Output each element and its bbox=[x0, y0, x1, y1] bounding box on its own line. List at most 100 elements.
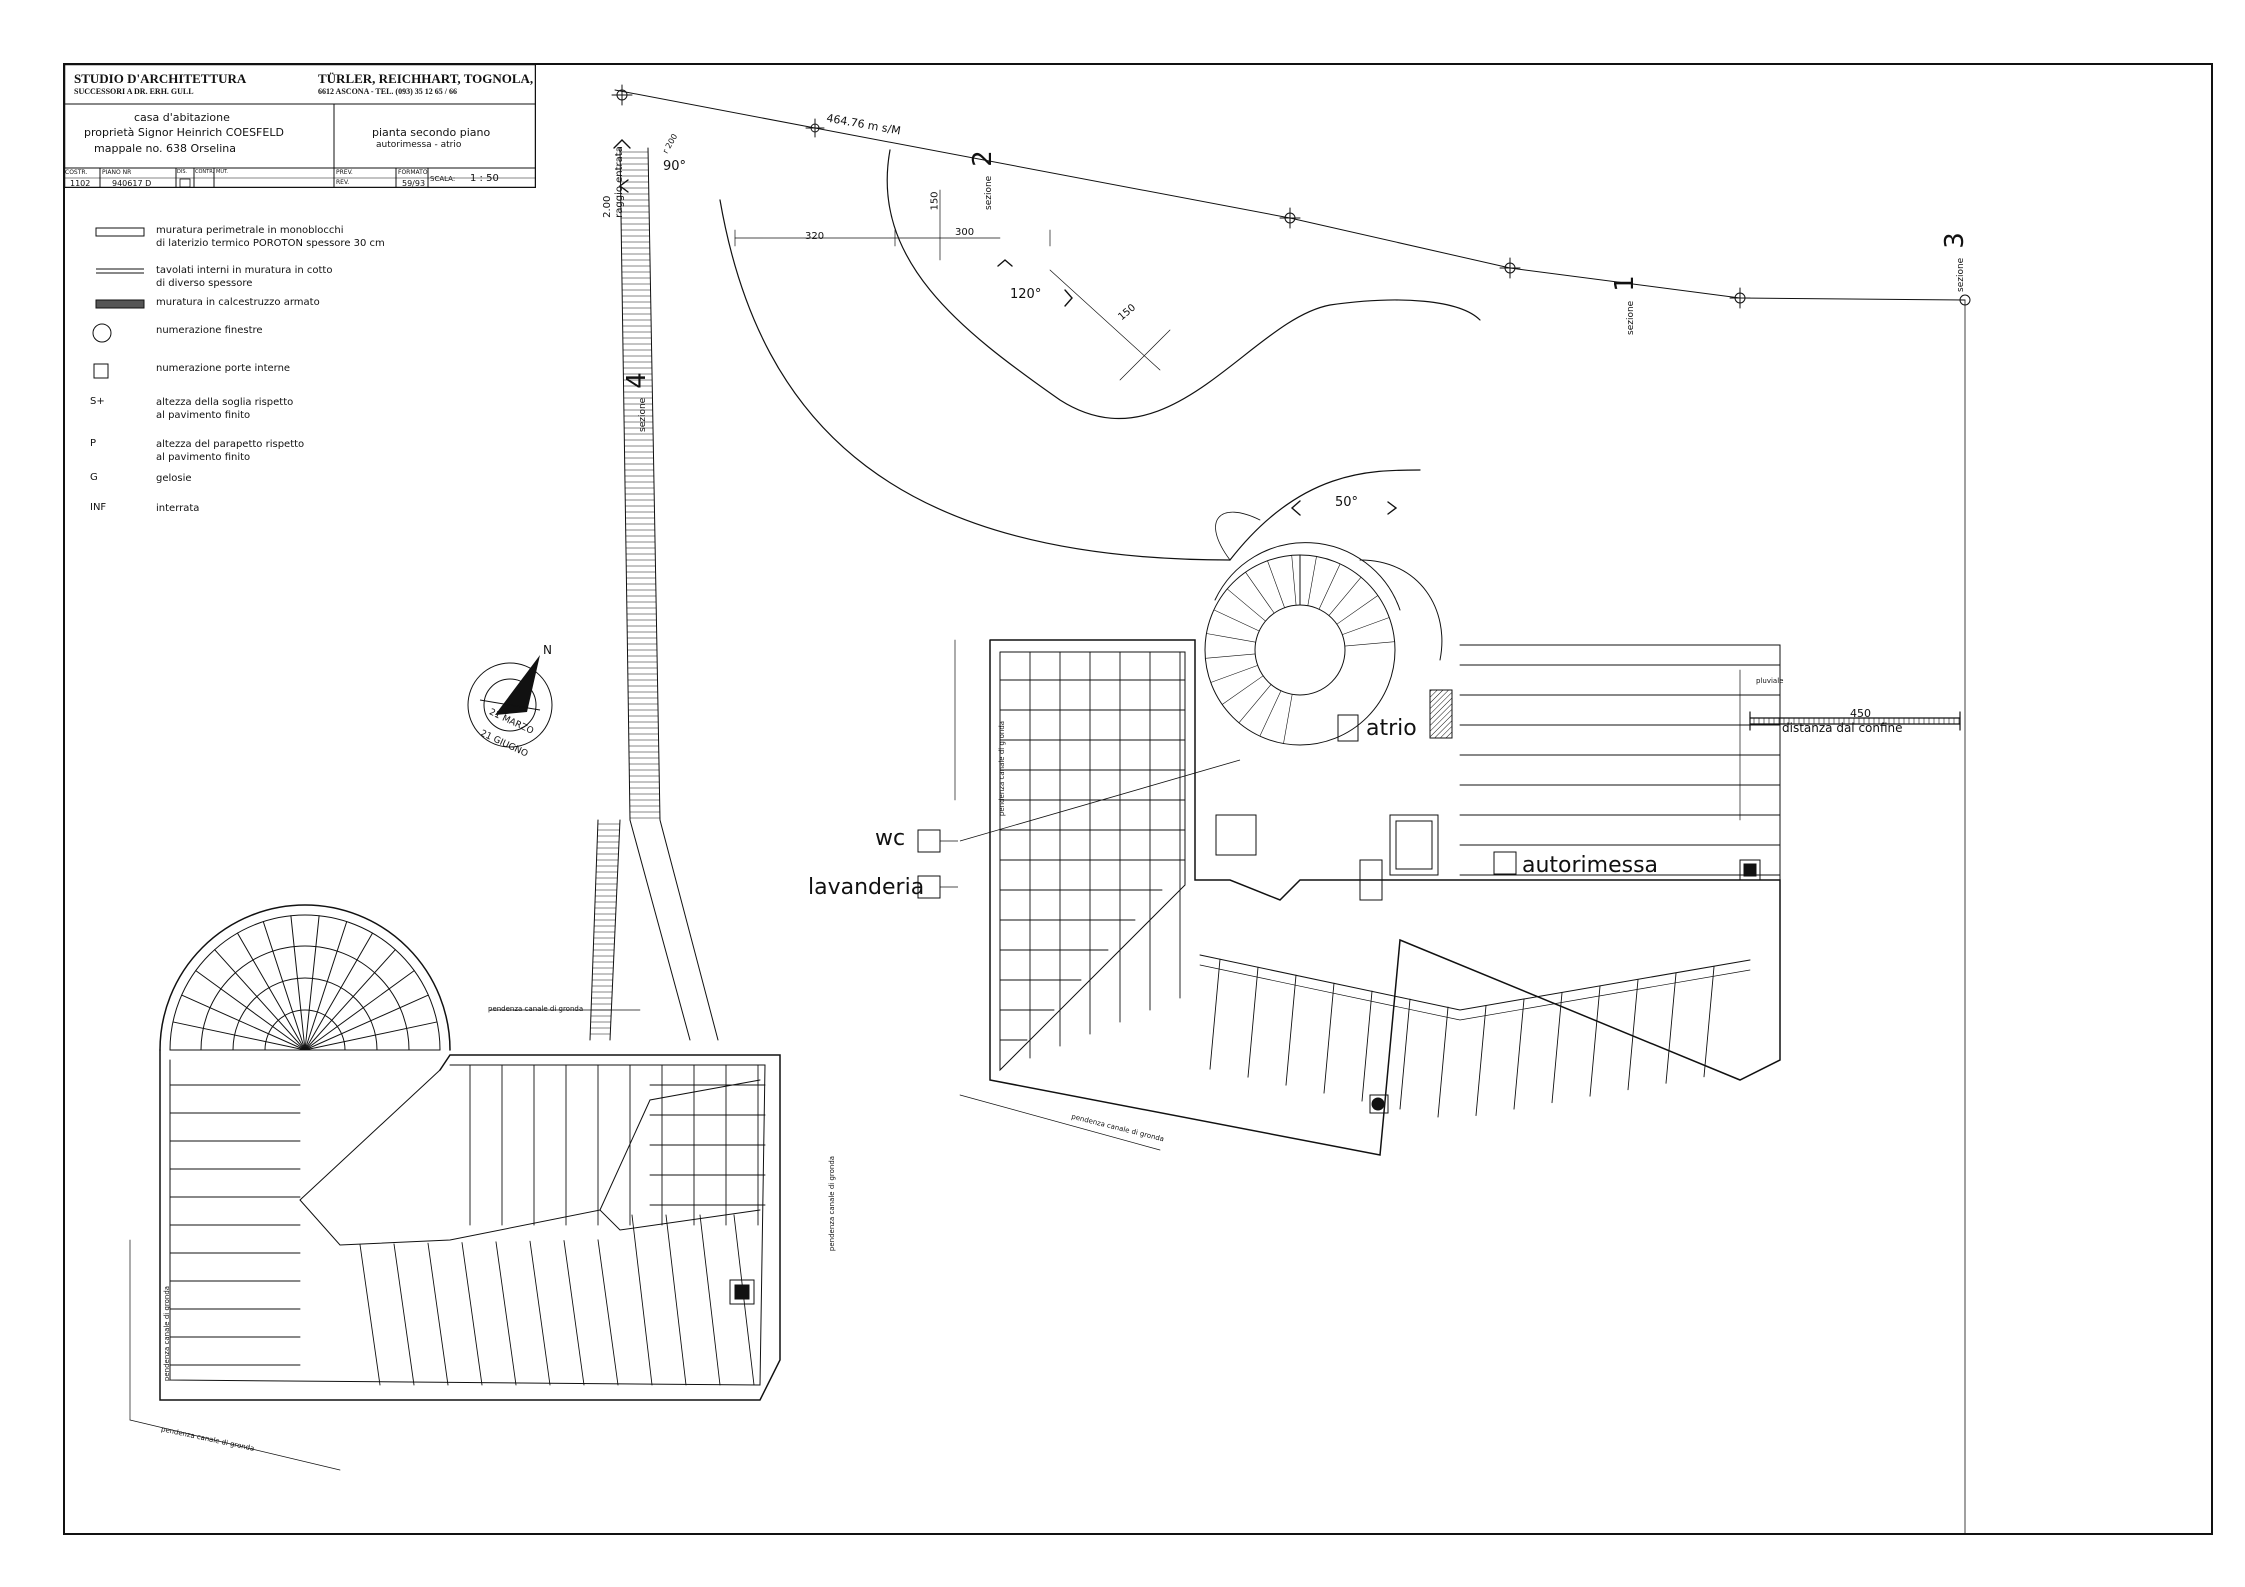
dome-rib bbox=[290, 915, 306, 1051]
rafter bbox=[529, 1240, 551, 1386]
angle-120-label: 120° bbox=[1010, 287, 1042, 302]
dome-rib bbox=[262, 921, 306, 1051]
left-dome-ribs bbox=[169, 915, 441, 1051]
legend-text: numerazione finestre bbox=[156, 325, 263, 336]
rafter bbox=[1551, 992, 1563, 1104]
spiral-staircase bbox=[1204, 542, 1443, 746]
header-dis: DIS. bbox=[177, 169, 188, 175]
rafter bbox=[733, 1214, 755, 1386]
studio-successors: SUCCESSORI A DR. ERH. GULL bbox=[74, 87, 194, 96]
header-piano: PIANO NR bbox=[102, 169, 132, 176]
dim-150-a: 150 bbox=[929, 191, 941, 211]
spiral-tread bbox=[1210, 665, 1259, 683]
rafter bbox=[1209, 958, 1221, 1070]
section-3-marker: sezione 3 bbox=[1940, 232, 1970, 292]
dome-ring bbox=[232, 977, 378, 1051]
legend-symbol bbox=[95, 227, 145, 237]
project-line-2: proprietà Signor Heinrich COESFELD bbox=[84, 126, 284, 139]
room-label-lavanderia: lavanderia bbox=[808, 875, 925, 900]
header-scala: SCALA: bbox=[430, 175, 456, 183]
studio-partners: TÜRLER, REICHHART, TOGNOLA, bbox=[318, 71, 534, 86]
right-building-outline bbox=[989, 639, 1781, 1156]
legend-text: altezza della soglia rispetto al pavimen… bbox=[156, 397, 294, 421]
compass-north: N bbox=[543, 643, 552, 657]
legend-text: numerazione porte interne bbox=[156, 363, 291, 374]
spiral-tread bbox=[1341, 617, 1390, 635]
rafter bbox=[1323, 982, 1335, 1094]
legend-symbol: G bbox=[90, 472, 98, 483]
header-rev: REV. bbox=[336, 179, 350, 186]
gutter-slope-note-1: pendenza canale di gronda bbox=[488, 1005, 584, 1013]
left-roof-chimney bbox=[729, 1279, 755, 1305]
legend-symbol: INF bbox=[90, 502, 107, 513]
dome-rib bbox=[304, 915, 320, 1051]
title-block: STUDIO D'ARCHITETTURA SUCCESSORI A DR. E… bbox=[64, 64, 536, 188]
legend-symbol bbox=[93, 363, 109, 379]
room-label-autorimessa: autorimessa bbox=[1522, 853, 1659, 878]
header-costr: COSTR. bbox=[65, 169, 88, 176]
header-contr: CONTR. bbox=[195, 169, 215, 175]
legend-text: altezza del parapetto rispetto al pavime… bbox=[156, 439, 305, 463]
rafter bbox=[1589, 985, 1601, 1097]
spiral-tread bbox=[1213, 609, 1260, 632]
legend-text: gelosie bbox=[156, 473, 192, 484]
drawing-title-1: pianta secondo piano bbox=[372, 126, 491, 139]
legend-text: interrata bbox=[156, 503, 200, 514]
rafter bbox=[393, 1243, 415, 1386]
section-1-marker: sezione 1 bbox=[1610, 275, 1640, 335]
spiral-tread bbox=[1267, 560, 1285, 609]
rafter bbox=[1437, 1006, 1449, 1118]
spiral-tread bbox=[1318, 563, 1341, 610]
studio-address: 6612 ASCONA - TEL. (093) 35 12 65 / 66 bbox=[318, 87, 457, 96]
boundary-distance-dimension bbox=[1749, 711, 1961, 731]
rafter bbox=[665, 1214, 687, 1386]
spiral-tread bbox=[1259, 690, 1282, 737]
dome-rib bbox=[304, 970, 415, 1051]
spiral-tread bbox=[1226, 588, 1266, 622]
spiral-tread bbox=[1238, 684, 1272, 724]
legend-symbol bbox=[96, 268, 144, 274]
spiral-tread bbox=[1205, 653, 1256, 659]
compass-rose bbox=[467, 655, 553, 748]
dome-ring bbox=[264, 1009, 346, 1051]
rafter bbox=[1627, 979, 1639, 1091]
value-formato: 59/93 bbox=[402, 179, 426, 188]
dome-rib bbox=[214, 949, 306, 1051]
dome-rib bbox=[181, 994, 306, 1051]
rafter bbox=[1665, 972, 1677, 1084]
spiral-tread bbox=[1328, 576, 1362, 616]
rafter bbox=[1399, 998, 1411, 1110]
angle-120-marker bbox=[997, 259, 1073, 307]
spiral-tread bbox=[1206, 633, 1256, 643]
value-piano: 940617 D bbox=[112, 179, 152, 188]
dome-rib bbox=[237, 932, 306, 1051]
section-2-marker: sezione 2 bbox=[968, 150, 998, 210]
angle-50-marker bbox=[1290, 500, 1398, 516]
legend-text: muratura perimetrale in monoblocchi di l… bbox=[156, 225, 385, 249]
header-mut: MUT. bbox=[216, 169, 229, 175]
rafter bbox=[631, 1214, 653, 1386]
boundary-markers bbox=[611, 84, 1971, 309]
entrance-ramp bbox=[589, 147, 719, 1041]
header-formato: FORMATO bbox=[398, 169, 428, 176]
dimension-lines bbox=[734, 189, 1171, 381]
legend-symbol bbox=[95, 299, 145, 309]
downpipe-note: pluviale bbox=[1756, 677, 1784, 685]
spiral-tread bbox=[1344, 641, 1395, 647]
dim-450: 450 bbox=[1850, 707, 1871, 720]
rafter bbox=[1475, 1005, 1487, 1117]
spiral-tread bbox=[1291, 555, 1297, 606]
rafter bbox=[563, 1240, 585, 1386]
legend-symbol: P bbox=[90, 438, 97, 449]
dim-300: 300 bbox=[955, 227, 975, 238]
dome-rib bbox=[304, 949, 396, 1051]
rafter bbox=[1513, 998, 1525, 1110]
rafter bbox=[427, 1242, 449, 1386]
room-label-wc: wc bbox=[875, 826, 906, 851]
value-scala: 1 : 50 bbox=[470, 173, 499, 184]
gutter-slope-note-4: pendenza canale di gronda bbox=[998, 720, 1007, 817]
dim-320: 320 bbox=[805, 231, 825, 242]
gutter-slope-note-6: pendenza canale di gronda bbox=[828, 1155, 837, 1252]
